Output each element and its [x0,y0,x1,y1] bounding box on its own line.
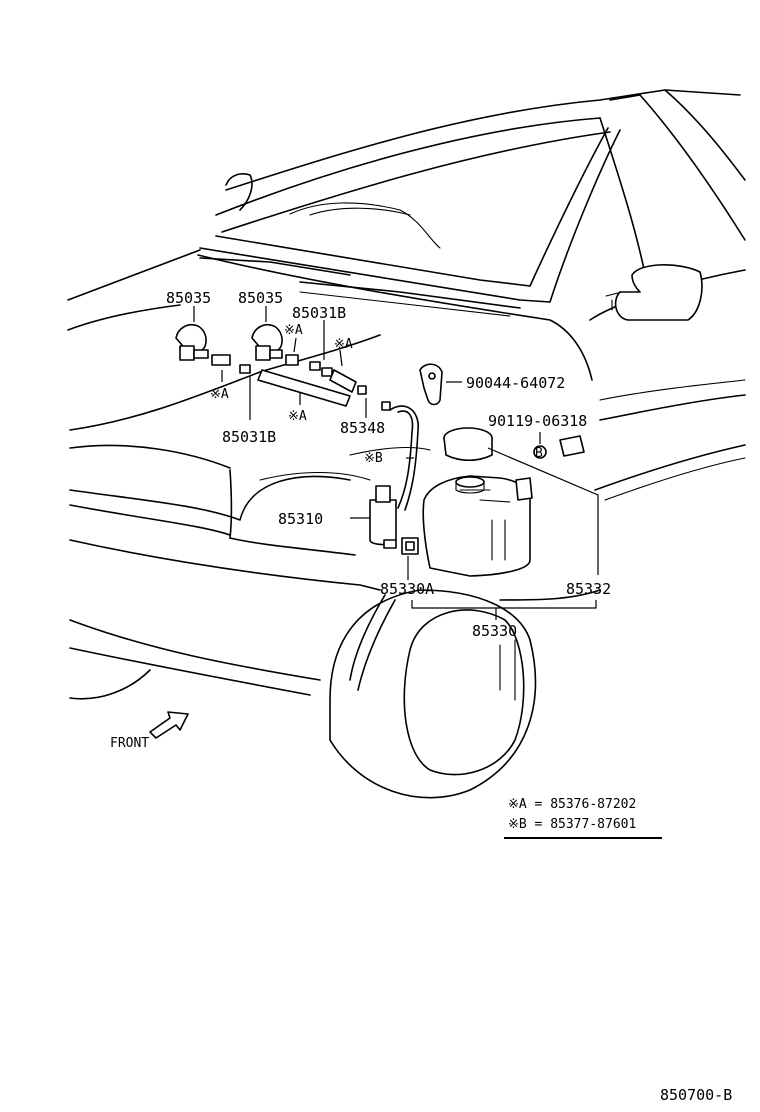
mark-a-4-label: ※A [288,409,307,424]
motor-part [369,485,397,549]
legend-a: ※A = 85376-87202 [508,797,636,812]
tank-label: 85332 [566,580,611,598]
clip-mark-label: B [535,446,543,461]
cap-clip-label: 90119-06318 [488,412,587,430]
nozzle-left-label: 85035 [166,289,211,307]
mark-b-label: ※B [364,451,383,466]
car-body [67,89,746,799]
grommet-part [401,537,419,555]
clamp-part [419,363,443,406]
hoses-part [257,369,419,511]
tank-part [422,475,533,577]
hose-lower-label: 85031B [222,428,276,446]
front-arrow-icon [149,711,189,739]
mark-a-2-label: ※A [334,337,353,352]
grommet-label: 85330A [380,580,434,598]
front-label: FRONT [110,736,149,751]
motor-label: 85310 [278,510,323,528]
connectors-part [211,354,391,411]
legend-b: ※B = 85377-87601 [508,817,636,832]
clip-part: B [533,435,585,461]
hose-upper-label: 85031B [292,304,346,322]
joint-label: 85348 [340,419,385,437]
leader-lines [193,306,599,620]
mark-a-3-label: ※A [210,387,229,402]
assembly-label: 85330 [472,622,517,640]
clamp-label: 90044-64072 [466,374,565,392]
nozzle-right-part [251,323,283,361]
nozzle-left-part [175,323,209,361]
figure-id: 850700-B [660,1086,732,1104]
mark-a-1-label: ※A [284,323,303,338]
cap-part [443,427,493,494]
nozzle-right-label: 85035 [238,289,283,307]
